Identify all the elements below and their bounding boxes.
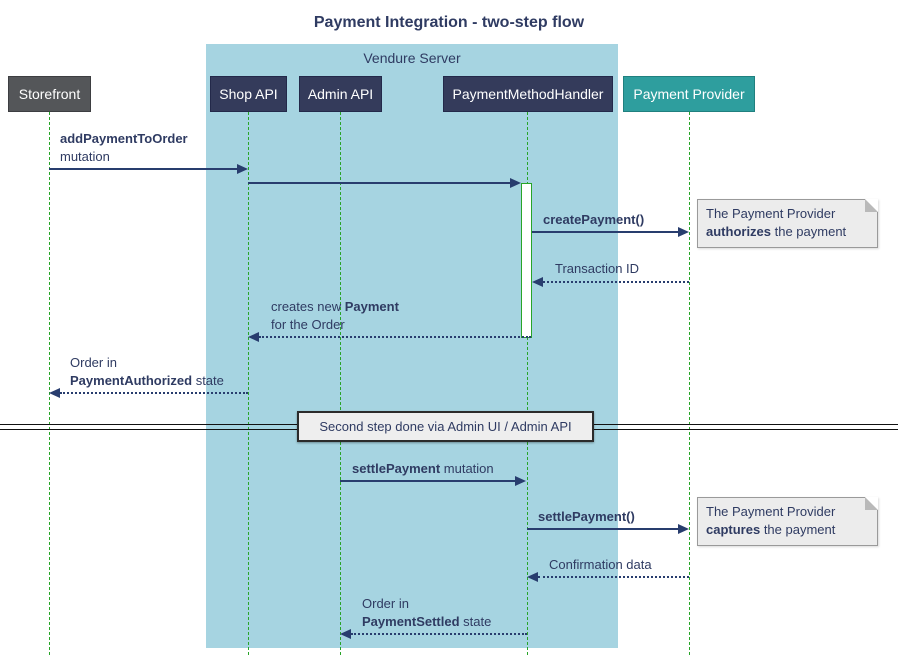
message-arrow-settle-mutation [340,480,516,482]
arrowhead-left-icon [527,572,538,582]
note-authorize: The Payment Provider authorizes the paym… [697,199,878,248]
message-arrow-creates-payment [259,336,531,338]
vendure-server-label: Vendure Server [363,50,461,66]
message-label-settle-call: settlePayment() [538,509,635,524]
lifeline-storefront [49,112,50,655]
message-label-order-authorized: Order in PaymentAuthorized state [70,355,224,388]
lifeline-payment-provider [689,112,690,655]
arrowhead-left-icon [532,277,543,287]
arrowhead-left-icon [340,629,351,639]
message-label-order-settled: Order in PaymentSettled state [362,596,492,629]
divider-label: Second step done via Admin UI / Admin AP… [319,419,572,434]
message-arrow-confirmation [538,576,689,578]
note-capture: The Payment Provider captures the paymen… [697,497,878,546]
message-arrow-order-authorized [60,392,248,394]
participant-admin-api: Admin API [299,76,382,112]
message-arrow-add-payment [49,168,238,170]
message-label-transaction-id: Transaction ID [555,261,640,276]
arrowhead-right-icon [515,476,526,486]
message-arrow-create-payment [532,231,679,233]
participant-admin-api-label: Admin API [307,86,374,102]
lifeline-admin-api [340,112,341,655]
message-label-confirmation: Confirmation data [549,557,652,572]
folded-corner-icon [865,199,878,212]
arrowhead-right-icon [678,227,689,237]
activation-bar [521,183,532,338]
participant-shop-api-label: Shop API [219,86,278,102]
participant-payment-method-handler: PaymentMethodHandler [443,76,613,112]
message-label-settle-mutation: settlePayment mutation [352,461,494,476]
message-label-creates-payment: creates new Payment for the Order [271,299,399,332]
participant-shop-api: Shop API [210,76,287,112]
participant-storefront-label: Storefront [18,86,81,102]
participant-storefront: Storefront [8,76,91,112]
vendure-server-container: Vendure Server [206,44,618,648]
message-arrow-transaction-id [543,281,689,283]
arrowhead-right-icon [237,164,248,174]
participant-payment-provider: Payment Provider [623,76,755,112]
diagram-title: Payment Integration - two-step flow [313,14,585,31]
message-arrow-shop-to-handler [248,182,511,184]
folded-corner-icon [865,497,878,510]
arrowhead-left-icon [49,388,60,398]
lifeline-shop-api [248,112,249,655]
message-arrow-order-settled [351,633,527,635]
lifeline-payment-method-handler [527,112,528,655]
message-label-create-payment: createPayment() [543,212,645,227]
arrowhead-right-icon [510,178,521,188]
participant-payment-method-handler-label: PaymentMethodHandler [452,86,604,102]
participant-payment-provider-label: Payment Provider [633,86,745,102]
divider-box: Second step done via Admin UI / Admin AP… [297,411,594,442]
arrowhead-left-icon [248,332,259,342]
message-arrow-settle-call [527,528,679,530]
message-label-add-payment: addPaymentToOrder mutation [60,131,188,164]
arrowhead-right-icon [678,524,689,534]
